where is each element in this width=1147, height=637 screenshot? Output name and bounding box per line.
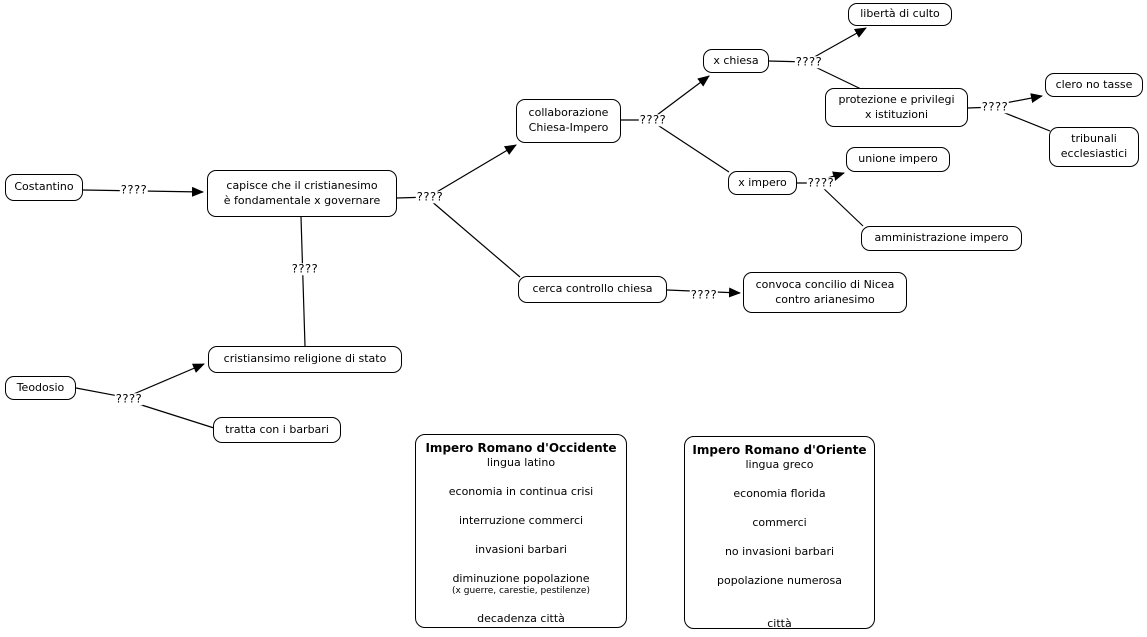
connector-q5-protezione (808, 63, 862, 90)
panel-occidente-item: diminuzione popolazione (452, 572, 590, 585)
panel-occidente-note: (x guerre, carestie, pestilenze) (452, 586, 590, 596)
link-label-capisce-branches[interactable]: ???? (415, 189, 445, 204)
connector-q4-xchiesa (652, 75, 710, 119)
node-cristiansimo-religione-stato[interactable]: cristiansimo religione di stato (208, 346, 402, 373)
panel-oriente-item: città (767, 617, 792, 630)
link-label-ximpero-branches[interactable]: ???? (806, 175, 836, 190)
link-label-costantino-capisce[interactable]: ???? (119, 182, 149, 197)
panel-impero-oriente[interactable]: Impero Romano d'Oriente lingua greco eco… (684, 436, 875, 630)
connector-q3-collaborazione (429, 144, 517, 197)
node-amministrazione-impero[interactable]: amministrazione impero (861, 226, 1022, 251)
node-convoca-concilio-nicea[interactable]: convoca concilio di Nicea contro arianes… (743, 272, 907, 313)
link-label-collaborazione-branches[interactable]: ???? (638, 112, 668, 127)
node-costantino[interactable]: Costantino (5, 174, 83, 201)
link-label-capisce-cristiansimo[interactable]: ???? (290, 261, 320, 276)
node-protezione-privilegi[interactable]: protezione e privilegi x istituzioni (825, 88, 968, 127)
node-x-impero[interactable]: x impero (728, 171, 797, 195)
connector-q7-amministrazione (819, 184, 864, 227)
node-teodosio[interactable]: Teodosio (5, 376, 76, 400)
panel-oriente-item: commerci (752, 516, 807, 529)
panel-oriente-item: no invasioni barbari (724, 545, 835, 558)
panel-oriente-item: lingua greco (745, 458, 814, 471)
connector-q9-cristiansimo (128, 363, 205, 397)
connector-capisce-cristiansimo (300, 216, 306, 347)
panel-impero-occidente[interactable]: Impero Romano d'Occidente lingua latino … (415, 434, 627, 628)
node-tratta-con-barbari[interactable]: tratta con i barbari (213, 417, 341, 443)
node-capisce-cristianesimo[interactable]: capisce che il cristianesimo è fondament… (207, 170, 397, 217)
panel-occidente-item: lingua latino (486, 456, 556, 469)
node-tribunali-ecclesiastici[interactable]: tribunali ecclesiastici (1049, 127, 1139, 167)
node-cerca-controllo-chiesa[interactable]: cerca controllo chiesa (518, 276, 667, 303)
node-clero-no-tasse[interactable]: clero no tasse (1045, 73, 1143, 97)
panel-occidente-title: Impero Romano d'Occidente (425, 441, 617, 455)
panel-oriente-item: popolazione numerosa (717, 574, 842, 587)
panel-oriente-item: economia florida (733, 487, 826, 500)
panel-occidente-item: interruzione commerci (458, 514, 584, 527)
panel-occidente-item: decadenza città (477, 612, 565, 625)
connector-q9-tratta (128, 400, 215, 429)
panel-occidente-item: economia in continua crisi (448, 485, 594, 498)
node-x-chiesa[interactable]: x chiesa (703, 49, 769, 73)
link-label-protezione-branches[interactable]: ???? (980, 99, 1010, 114)
link-label-teodosio-branches[interactable]: ???? (114, 391, 144, 406)
connector-q3-cerca (429, 199, 521, 278)
connector-q4-ximpero (652, 121, 730, 173)
panel-oriente-title: Impero Romano d'Oriente (692, 443, 867, 457)
panel-occidente-item: invasioni barbari (475, 543, 567, 556)
node-collaborazione-chiesa-impero[interactable]: collaborazione Chiesa-Impero (516, 99, 621, 143)
link-label-xchiesa-branches[interactable]: ???? (794, 54, 824, 69)
node-unione-impero[interactable]: unione impero (846, 147, 950, 172)
link-label-cerca-convoca[interactable]: ???? (689, 287, 719, 302)
connector-q5-liberta (808, 27, 867, 61)
node-liberta-di-culto[interactable]: libertà di culto (848, 3, 952, 26)
